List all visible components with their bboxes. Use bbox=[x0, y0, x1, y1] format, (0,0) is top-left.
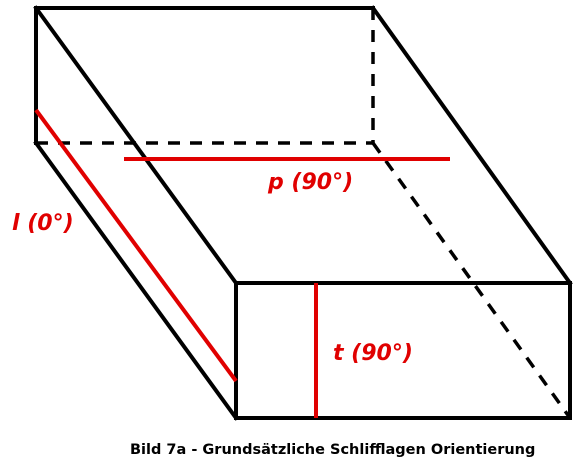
label-plan: p (90°) bbox=[267, 170, 353, 195]
label-longitudinal: l (0°) bbox=[12, 211, 74, 236]
cut-line-longitudinal bbox=[34, 108, 238, 383]
edge-left-bottom bbox=[33, 140, 239, 421]
edge-top-left bbox=[33, 5, 239, 286]
edge-top-right bbox=[370, 5, 573, 286]
figure-caption: Bild 7a - Grundsätzliche Schlifflagen Or… bbox=[130, 442, 535, 458]
label-transverse: t (90°) bbox=[333, 341, 413, 366]
hidden-edge-floor-diagonal bbox=[371, 141, 572, 420]
